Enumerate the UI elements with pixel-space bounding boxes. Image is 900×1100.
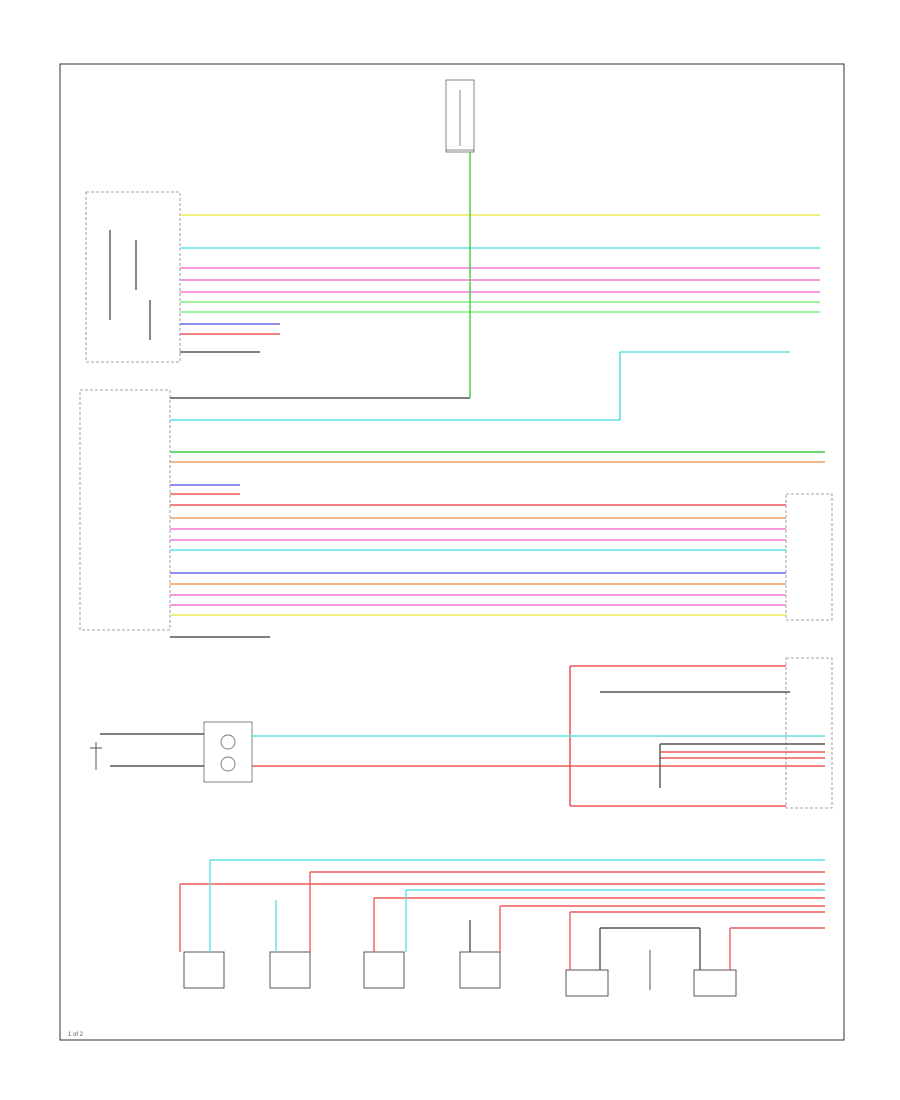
bottom-devices <box>183 950 737 997</box>
dimmer-switch <box>785 493 833 621</box>
body-control-module <box>79 389 171 631</box>
combination-switch <box>785 657 833 809</box>
diagram-frame <box>59 63 845 1041</box>
harness-wires <box>100 214 825 929</box>
ground-symbol-left <box>90 742 102 770</box>
fuse-block-top <box>445 79 475 153</box>
steering-switch <box>203 721 253 783</box>
vertical-wires <box>109 152 731 970</box>
figure-number: 1 of 2 <box>68 1032 84 1038</box>
combination-meter <box>85 191 181 363</box>
